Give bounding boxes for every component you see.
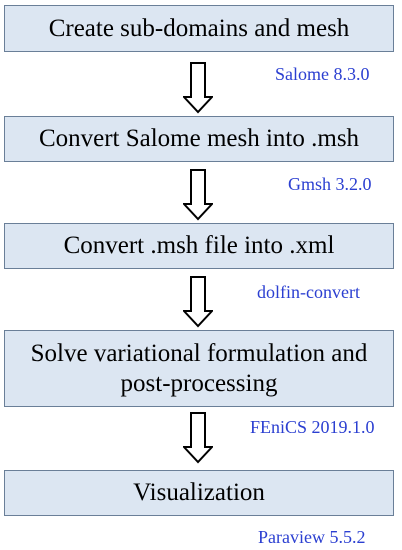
step-box-convert-salome-mesh: Convert Salome mesh into .msh (4, 116, 394, 162)
step-box-visualization: Visualization (4, 470, 394, 516)
tool-label-salome: Salome 8.3.0 (275, 64, 370, 84)
down-arrow-icon (183, 412, 213, 464)
tool-label-dolfin-convert: dolfin-convert (257, 282, 360, 302)
tool-label-fenics: FEniCS 2019.1.0 (250, 417, 375, 437)
down-arrow-icon (183, 276, 213, 328)
down-arrow-icon (183, 169, 213, 221)
step-box-create-mesh: Create sub-domains and mesh (4, 5, 394, 52)
step-label-visualization: Visualization (133, 479, 265, 507)
down-arrow-icon (183, 62, 213, 114)
tool-label-paraview: Paraview 5.5.2 (258, 527, 366, 547)
step-label-convert-msh: Convert .msh file into .xml (63, 232, 335, 260)
step-label-solve-formulation: Solve variational formulation and post-p… (30, 340, 368, 397)
step-box-convert-msh: Convert .msh file into .xml (4, 223, 394, 269)
step-box-solve-formulation: Solve variational formulation and post-p… (4, 330, 394, 407)
tool-label-gmsh: Gmsh 3.2.0 (288, 174, 372, 194)
step-label-create-mesh: Create sub-domains and mesh (48, 14, 350, 42)
step-label-convert-salome-mesh: Convert Salome mesh into .msh (38, 125, 360, 153)
